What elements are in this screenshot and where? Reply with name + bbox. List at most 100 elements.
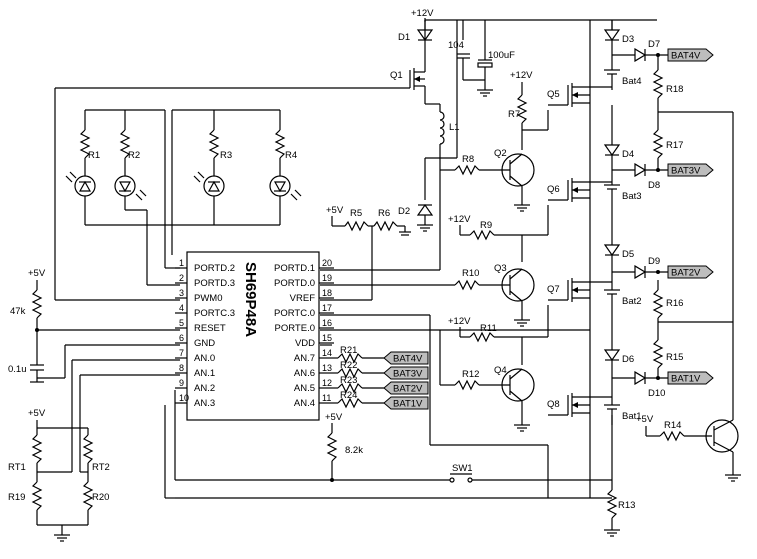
photodiode-icon <box>269 175 291 197</box>
rt2-label: RT2 <box>92 462 110 473</box>
r8-label: R8 <box>462 154 474 165</box>
r12-resistor-icon <box>454 379 480 391</box>
rt1-thermistor-icon <box>31 434 43 464</box>
pin-number: 4 <box>179 303 184 313</box>
pin-label: PORTE.0 <box>275 323 315 334</box>
ground-icon <box>514 319 530 327</box>
pin-number: 20 <box>322 258 332 268</box>
d7-label: D7 <box>648 39 660 50</box>
l1-label: L1 <box>449 122 460 133</box>
diode-icon <box>603 349 621 362</box>
chip-right-pins: 20PORTD.119PORTD.018VREF17PORTC.016PORTE… <box>274 258 334 409</box>
pin-label: VREF <box>290 293 316 304</box>
r14-label: R14 <box>664 420 681 431</box>
diode-icon <box>634 370 647 386</box>
rt1-label: RT1 <box>8 462 26 473</box>
net-flag-label: BAT1V <box>671 374 701 385</box>
pin-label: PWM0 <box>194 293 223 304</box>
r1-label: R1 <box>88 150 100 161</box>
pin-label: AN.5 <box>294 383 315 394</box>
v5-reset-label: +5V <box>28 268 46 279</box>
pin-number: 16 <box>322 318 332 328</box>
v5-r5-label: +5V <box>326 205 344 216</box>
resistor-icon <box>337 352 363 364</box>
r3-label: R3 <box>220 150 232 161</box>
ground-icon <box>514 424 530 432</box>
q1-label: Q1 <box>390 70 403 81</box>
q3-transistor-icon <box>501 268 535 302</box>
diode-icon <box>603 144 621 157</box>
resistor-icon <box>337 367 363 379</box>
ground-icon <box>604 529 620 537</box>
r15-resistor-icon <box>652 339 664 369</box>
q5-label: Q5 <box>547 89 560 100</box>
net-flag-label: BAT3V <box>671 166 701 177</box>
r17-label: R17 <box>666 140 683 151</box>
r6-resistor-icon <box>373 220 398 232</box>
r24-label: R24 <box>340 390 357 401</box>
pin-label: RESET <box>194 323 226 334</box>
r23-label: R23 <box>340 375 357 386</box>
r6-label: R6 <box>378 208 390 219</box>
chip-name: SH69P48A <box>242 262 259 337</box>
r47k-resistor-icon <box>31 289 43 319</box>
d2-diode-icon <box>416 203 434 216</box>
r18-label: R18 <box>666 84 683 95</box>
pin-number: 13 <box>322 363 332 373</box>
r4-label: R4 <box>285 150 297 161</box>
photodiode-icon <box>203 175 225 197</box>
pin-label: PORTD.2 <box>194 263 235 274</box>
pin-label: AN.0 <box>194 353 215 364</box>
d10-label: D10 <box>648 388 665 399</box>
v12-r7-label: +12V <box>510 70 533 81</box>
net-flag-label: BAT2V <box>393 384 423 395</box>
r1-resistor-icon <box>79 129 91 159</box>
pin-label: PORTC.3 <box>194 308 235 319</box>
pin-number: 2 <box>179 273 184 283</box>
r15-label: R15 <box>666 352 683 363</box>
r2-label: R2 <box>128 150 140 161</box>
pin-label: VDD <box>295 338 315 349</box>
l1-inductor-icon <box>439 111 445 145</box>
r2-resistor-icon <box>119 129 131 159</box>
d8-label: D8 <box>648 180 660 191</box>
r14-resistor-icon <box>659 430 685 442</box>
q2-label: Q2 <box>494 148 507 159</box>
pin-label: AN.7 <box>294 353 315 364</box>
ground-icon <box>54 534 70 542</box>
pin-number: 3 <box>179 288 184 298</box>
diode-icon <box>603 244 621 257</box>
pin-number: 11 <box>322 393 331 403</box>
d1-label: D1 <box>398 32 410 43</box>
net-flag <box>383 366 429 380</box>
pin-number: 9 <box>179 378 184 388</box>
r82k-label: 8.2k <box>345 445 363 456</box>
r19-label: R19 <box>8 492 25 503</box>
r16-label: R16 <box>666 298 683 309</box>
pin-number: 12 <box>322 378 332 388</box>
ground-icon <box>514 204 530 212</box>
r47k-label: 47k <box>10 306 26 317</box>
pin-label: GND <box>194 338 215 349</box>
diode-icon <box>634 264 647 280</box>
pin-number: 19 <box>322 273 332 283</box>
net-flag <box>667 163 714 177</box>
bat2-label: Bat2 <box>622 296 642 307</box>
sw1-label: SW1 <box>452 463 473 474</box>
r10-resistor-icon <box>454 279 480 291</box>
diode-icon <box>634 162 647 178</box>
net-flag-label: BAT2V <box>671 268 701 279</box>
q1-mosfet-icon <box>409 60 426 104</box>
q8-label: Q8 <box>547 399 560 410</box>
net-flag <box>383 381 429 395</box>
pin-number: 8 <box>179 363 184 373</box>
diode-icon <box>634 47 647 63</box>
v12-r11-label: +12V <box>448 316 471 327</box>
r9-resistor-icon <box>469 229 495 241</box>
r17-resistor-icon <box>652 129 664 159</box>
net-flag <box>383 396 429 410</box>
